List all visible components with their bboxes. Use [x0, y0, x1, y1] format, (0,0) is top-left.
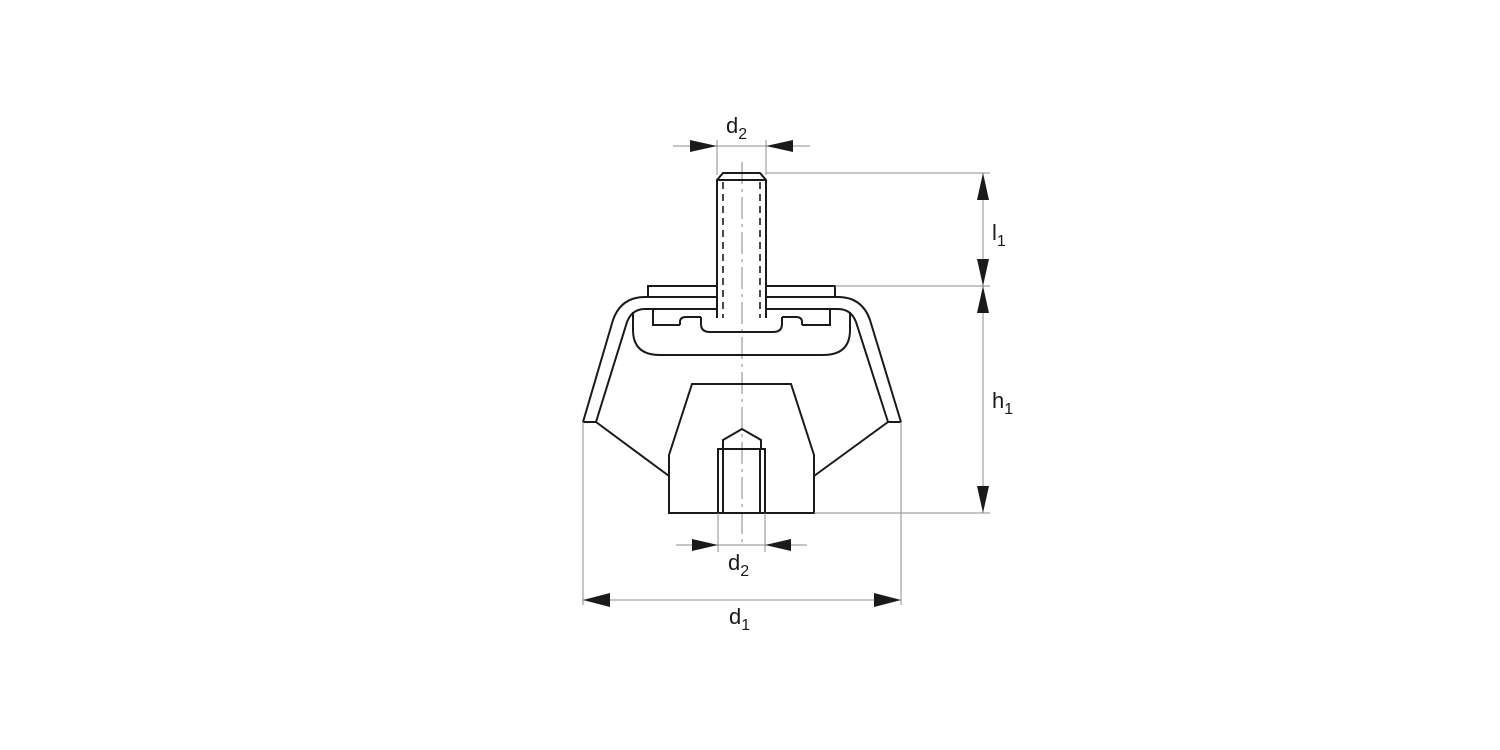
label-d2-top: d2 [726, 113, 747, 143]
dimension-d2-top: d2 [673, 113, 810, 175]
dimension-d1: d1 [582, 422, 902, 634]
arrow-right-icon [690, 140, 717, 152]
dimension-l1-h1: l1 h1 [766, 172, 1013, 514]
arrow-right-icon [874, 593, 901, 607]
arrow-down-icon [977, 259, 989, 286]
label-l1: l1 [992, 220, 1006, 250]
arrow-left-icon [765, 539, 791, 551]
label-d1: d1 [729, 604, 750, 634]
rubber-cup [632, 309, 851, 356]
arrow-up-icon [977, 173, 989, 200]
label-h1: h1 [992, 388, 1013, 418]
threaded-bore [717, 427, 766, 514]
dimension-d2-bottom: d2 [676, 513, 807, 580]
label-d2-bottom: d2 [728, 550, 749, 580]
arrow-right-icon [692, 539, 718, 551]
threaded-stud [716, 172, 767, 318]
arrow-up-icon [977, 286, 989, 313]
arrow-down-icon [977, 486, 989, 513]
arrow-left-icon [766, 140, 793, 152]
arrow-left-icon [583, 593, 610, 607]
